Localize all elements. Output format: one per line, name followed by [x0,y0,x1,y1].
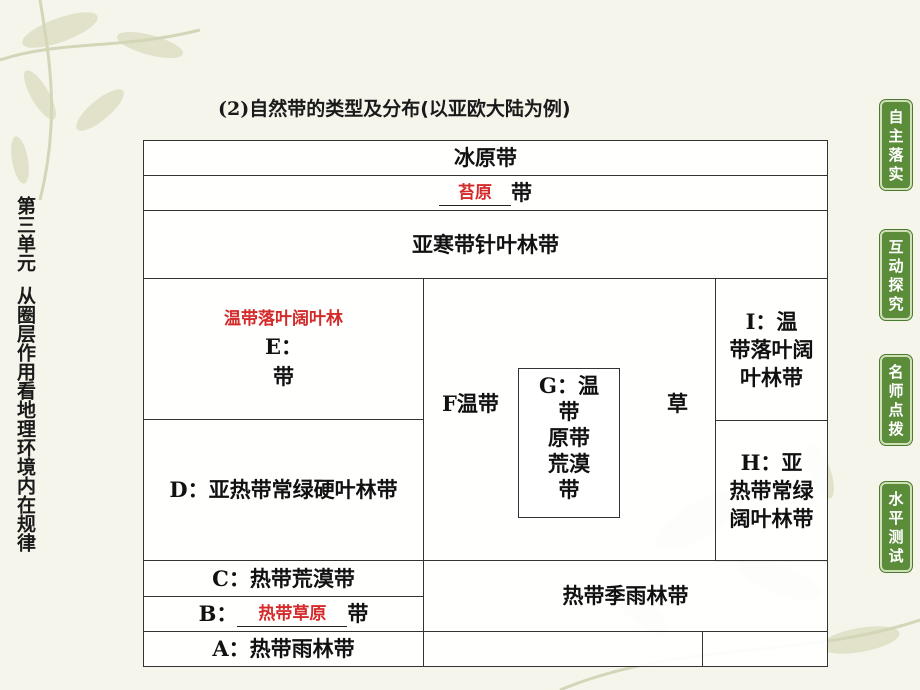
i-label: I：温 [745,308,798,334]
nav-self-study-label: 自主落实 [888,108,904,183]
unit-title-part2: 从圈层作用看地理环境内在规律 [14,286,36,552]
cell-monsoon-zone: 热带季雨林带 [423,560,828,632]
g-text4: 带 [558,478,580,502]
cell-empty-2 [702,631,828,667]
h-label: H：亚 [740,450,803,475]
cell-h-zone: H：亚 热带常绿阔叶林带 [715,420,828,562]
cell-e-zone: 温带落叶阔叶林 E： 带 [143,278,424,420]
heading-prefix: (2) [218,98,250,120]
g-label: G：温 [539,373,599,398]
tundra-suffix: 带 [511,181,532,205]
g-text3: 荒漠 [548,452,590,476]
e-suffix: 带 [273,365,294,389]
cell-g-zone: G：温 带 原带 荒漠 带 [518,368,620,518]
unit-title-part1: 第三单元 [14,196,36,272]
h-text: 热带常绿阔叶林带 [729,479,814,531]
unit-title: 第三单元从圈层作用看地理环境内在规律 [6,196,36,552]
cell-tundra-zone: 苔原带 [143,175,828,211]
cell-d-zone: D：亚热带常绿硬叶林带 [143,419,424,561]
ice-zone-text: 冰原带 [454,146,517,170]
taiga-text: 亚寒带针叶林带 [412,232,559,257]
cell-f-zone: F温带 草 G：温 带 原带 荒漠 带 [423,278,716,561]
a-label: A： [212,636,250,661]
c-label: C： [212,565,250,591]
cell-ice-zone: 冰原带 [143,140,828,176]
cell-empty-1 [423,631,703,667]
a-text: 热带雨林带 [249,637,355,661]
g-text2: 原带 [548,426,590,450]
d-text: 亚热带常绿硬叶林带 [208,478,398,502]
tundra-answer: 苔原 [439,181,511,206]
monsoon-text: 热带季雨林带 [562,584,689,608]
e-label: E： [264,334,302,359]
f-label: F温带 [442,391,499,416]
b-answer: 热带草原 [237,602,348,627]
cell-i-zone: I：温 带落叶阔叶林带 [715,278,828,421]
d-label: D： [169,477,209,502]
section-heading: (2)自然带的类型及分布(以亚欧大陆为例) [218,94,571,121]
heading-text: 自然带的类型及分布(以亚欧大陆为例) [249,98,571,120]
cell-taiga-zone: 亚寒带针叶林带 [143,210,828,279]
nav-teacher-tips-label: 名师点拨 [888,363,904,438]
b-suffix: 带 [347,602,369,626]
cell-b-zone: B：热带草原带 [143,596,424,632]
nav-teacher-tips-button[interactable]: 名师点拨 [880,355,912,445]
b-label: B： [198,601,238,626]
nav-interactive-inquiry-label: 互动探究 [888,238,904,313]
nav-interactive-inquiry-button[interactable]: 互动探究 [880,230,912,320]
i-text: 带落叶阔叶林带 [729,337,814,390]
c-text: 热带荒漠带 [249,566,355,591]
nav-level-test-button[interactable]: 水平测试 [880,482,912,572]
g-text: 带 [558,400,580,424]
cell-a-zone: A：热带雨林带 [143,631,424,667]
cell-c-zone: C：热带荒漠带 [143,560,424,597]
f-right-text: 草 [667,392,688,416]
e-answer: 温带落叶阔叶林 [224,309,343,329]
natural-zones-table: 冰原带 苔原带 亚寒带针叶林带 温带落叶阔叶林 E： 带 F温带 草 G：温 带… [143,140,828,667]
nav-self-study-button[interactable]: 自主落实 [880,100,912,190]
nav-level-test-label: 水平测试 [888,490,904,565]
